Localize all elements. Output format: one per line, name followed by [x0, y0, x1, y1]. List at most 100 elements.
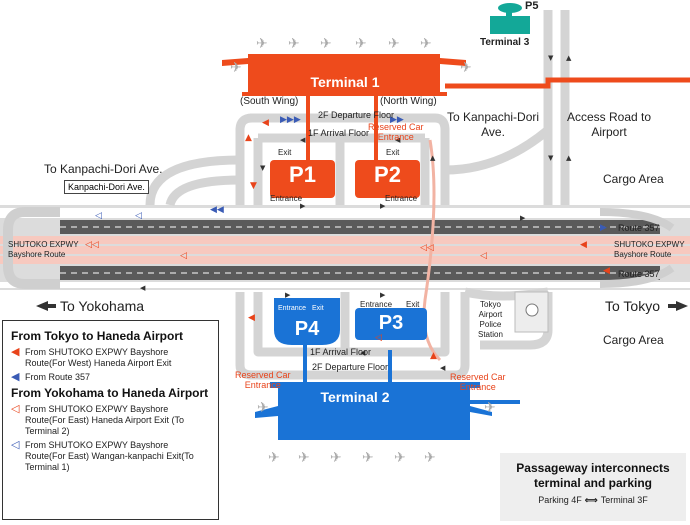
to-kanpachi-right-line1: To Kanpachi-Dori: [447, 110, 540, 124]
svg-text:✈: ✈: [484, 400, 496, 416]
departure-floor-south: 2F Departure Floor: [312, 362, 389, 372]
parking-p1-label[interactable]: P1: [289, 162, 316, 187]
reserved-sw-line1: Reserved Car: [235, 370, 291, 380]
legend-heading-yokohama: From Yokohama to Haneda Airport: [11, 386, 209, 400]
to-kanpachi-left-label: To Kanpachi-Dori Ave.: [44, 162, 163, 176]
kanpachi-dori-sign: Kanpachi-Dori Ave.: [64, 180, 149, 194]
svg-text:✈: ✈: [355, 36, 367, 52]
cargo-area-bottom: Cargo Area: [603, 333, 664, 347]
airplane-icons: ✈ ✈ ✈ ✈ ✈ ✈ ✈ ✈ ✈ ✈ ✈ ✈ ✈ ✈ ✈ ✈: [230, 36, 496, 466]
svg-text:▶▶▶: ▶▶▶: [280, 115, 301, 125]
svg-text:▼: ▼: [250, 181, 257, 191]
to-tokyo-label: To Tokyo: [605, 298, 660, 314]
entrance-label-p1: Entrance: [270, 194, 303, 203]
exit-label-p3: Exit: [406, 300, 420, 309]
svg-text:◁: ◁: [135, 211, 142, 221]
cargo-area-top: Cargo Area: [603, 172, 664, 186]
police-line2: Airport: [478, 310, 503, 319]
passageway-note-detail: Parking 4F⟺Terminal 3F: [500, 495, 686, 506]
svg-text:▶: ▶: [380, 202, 386, 210]
legend-item-route357: ◀ From Route 357: [11, 372, 210, 383]
police-line1: Tokyo: [480, 300, 501, 309]
svg-text:◀: ◀: [360, 349, 366, 357]
svg-text:◁: ◁: [95, 211, 102, 221]
reserved-se-line2: Entrance: [459, 382, 496, 392]
shutoko-left-line2: Bayshore Route: [8, 250, 66, 259]
svg-text:◀: ◀: [580, 240, 587, 250]
parking-p4-label[interactable]: P4: [294, 318, 320, 340]
svg-text:◀: ◀: [440, 364, 446, 372]
svg-text:✈: ✈: [288, 36, 300, 52]
red-arrow-icon: ◀: [11, 346, 20, 358]
svg-text:✈: ✈: [320, 36, 332, 52]
svg-text:◀: ◀: [248, 313, 255, 323]
access-road-line1: Access Road to: [567, 110, 652, 124]
svg-text:✈: ✈: [330, 450, 342, 466]
arrival-floor-north: 1F Arrival Floor: [308, 128, 370, 138]
svg-text:✈: ✈: [257, 400, 269, 416]
route-357-bottom: Route 357: [618, 269, 660, 279]
svg-text:◁: ◁: [375, 333, 382, 343]
svg-text:✈: ✈: [388, 36, 400, 52]
svg-text:▼: ▼: [548, 154, 554, 162]
svg-text:◀: ◀: [603, 266, 610, 276]
note-terminal-3f: Terminal 3F: [600, 495, 648, 505]
svg-text:▶▶: ▶▶: [390, 115, 404, 125]
reserved-north-line2: Entrance: [377, 132, 414, 142]
svg-text:▶: ▶: [600, 223, 607, 233]
blue-arrow-icon: ◀: [11, 371, 20, 383]
svg-text:✈: ✈: [424, 450, 436, 466]
police-line4: Station: [478, 330, 503, 339]
police-line3: Police: [479, 320, 502, 329]
svg-text:◀: ◀: [140, 284, 146, 292]
route-arrows: ◀ ▶▶▶ ▶▶ ▼ ▲ ◁ ◁ ◀◀ ◁◁ ◁ ◁◁ ◁ ▶ ◀ ◀ ◀ ▲ …: [85, 115, 610, 361]
terminal1-connectors: [306, 77, 690, 362]
parking-p2-block[interactable]: [355, 160, 420, 198]
parking-p2-label[interactable]: P2: [374, 162, 401, 187]
reserved-se-line1: Reserved Car: [450, 372, 506, 382]
route-legend: From Tokyo to Haneda Airport ◀ From SHUTO…: [2, 320, 219, 520]
legend-heading-tokyo: From Tokyo to Haneda Airport: [11, 329, 184, 343]
terminal2-connectors: [303, 340, 392, 385]
svg-text:▲: ▲: [566, 54, 572, 62]
svg-text:✈: ✈: [394, 450, 406, 466]
expressway-band: [0, 205, 690, 290]
shutoko-left-line1: SHUTOKO EXPWY: [8, 240, 79, 249]
to-yokohama-label: To Yokohama: [60, 298, 145, 314]
svg-text:◀◀: ◀◀: [210, 205, 224, 215]
svg-text:▲: ▲: [430, 351, 437, 361]
entrance-label-p2: Entrance: [385, 194, 418, 203]
legend-item-wangan-kanpachi: ◁From SHUTOKO EXPWY Bayshore Route(For E…: [11, 440, 210, 473]
bidirectional-arrow-icon: ⟺: [584, 495, 598, 505]
legend-item4-text: From SHUTOKO EXPWY Bayshore Route(For Ea…: [25, 440, 194, 472]
route-357-top: Route 357: [618, 223, 660, 233]
parking-p4-block[interactable]: [274, 298, 340, 345]
svg-text:▶: ▶: [300, 202, 306, 210]
parking-p5-label[interactable]: P5: [525, 0, 539, 12]
parking-p3-label[interactable]: P3: [378, 312, 404, 334]
exit-label-p1: Exit: [278, 148, 292, 157]
svg-text:▲: ▲: [566, 154, 572, 162]
parking-p1-block[interactable]: [270, 160, 335, 198]
legend-item2-text: From Route 357: [25, 372, 91, 382]
access-road-line2: Airport: [591, 125, 627, 139]
svg-text:◁◁: ◁◁: [420, 243, 434, 253]
svg-text:▶: ▶: [285, 291, 291, 299]
terminal-1-building: [222, 54, 466, 96]
legend-item-bayshore-east: ◁From SHUTOKO EXPWY Bayshore Route(For E…: [11, 404, 210, 437]
passageway-note: Passageway interconnects terminal and pa…: [500, 453, 686, 521]
north-wing-label: (North Wing): [380, 96, 437, 107]
svg-text:◀: ◀: [395, 136, 401, 144]
parking-p3-block[interactable]: [355, 308, 427, 340]
passageway-note-title: Passageway interconnects terminal and pa…: [516, 461, 670, 490]
terminal-3-icon: [490, 3, 530, 34]
svg-text:✈: ✈: [230, 60, 242, 76]
svg-text:▼: ▼: [260, 164, 266, 172]
